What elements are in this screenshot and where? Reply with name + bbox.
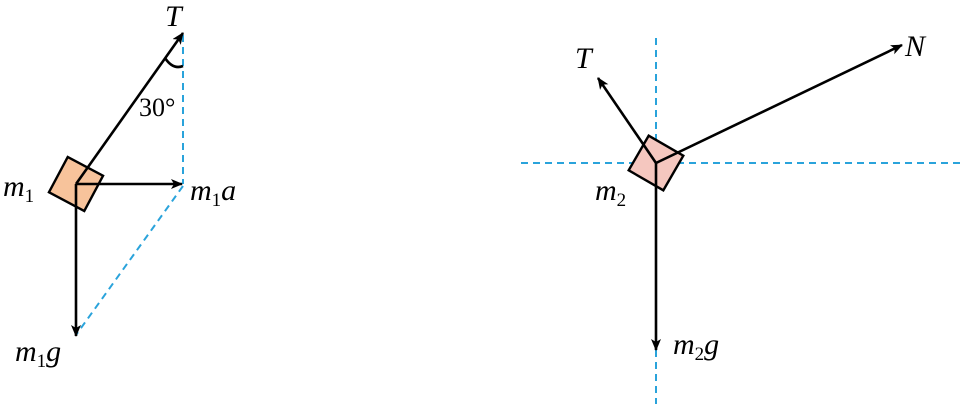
tension-label-2: T	[575, 42, 594, 75]
normal-force-label: N	[904, 30, 927, 63]
tension-label-1: T	[165, 0, 184, 33]
figure-1: T 30° m1 m1a m1g	[3, 0, 236, 372]
gravity-label-2: m2g	[673, 328, 719, 365]
mass-label-2: m2	[595, 174, 626, 211]
angle-label: 30°	[139, 93, 175, 122]
normal-force-arrow	[655, 43, 903, 165]
diagonal-dashed-line-1	[75, 185, 184, 336]
gravity-label-1: m1g	[15, 335, 61, 372]
angle-arc	[163, 57, 184, 69]
tension-arrow-2	[596, 77, 658, 164]
inertial-force-label: m1a	[190, 174, 236, 211]
figure-2: T N m2 m2g	[521, 30, 965, 404]
mass-label-1: m1	[3, 170, 34, 207]
